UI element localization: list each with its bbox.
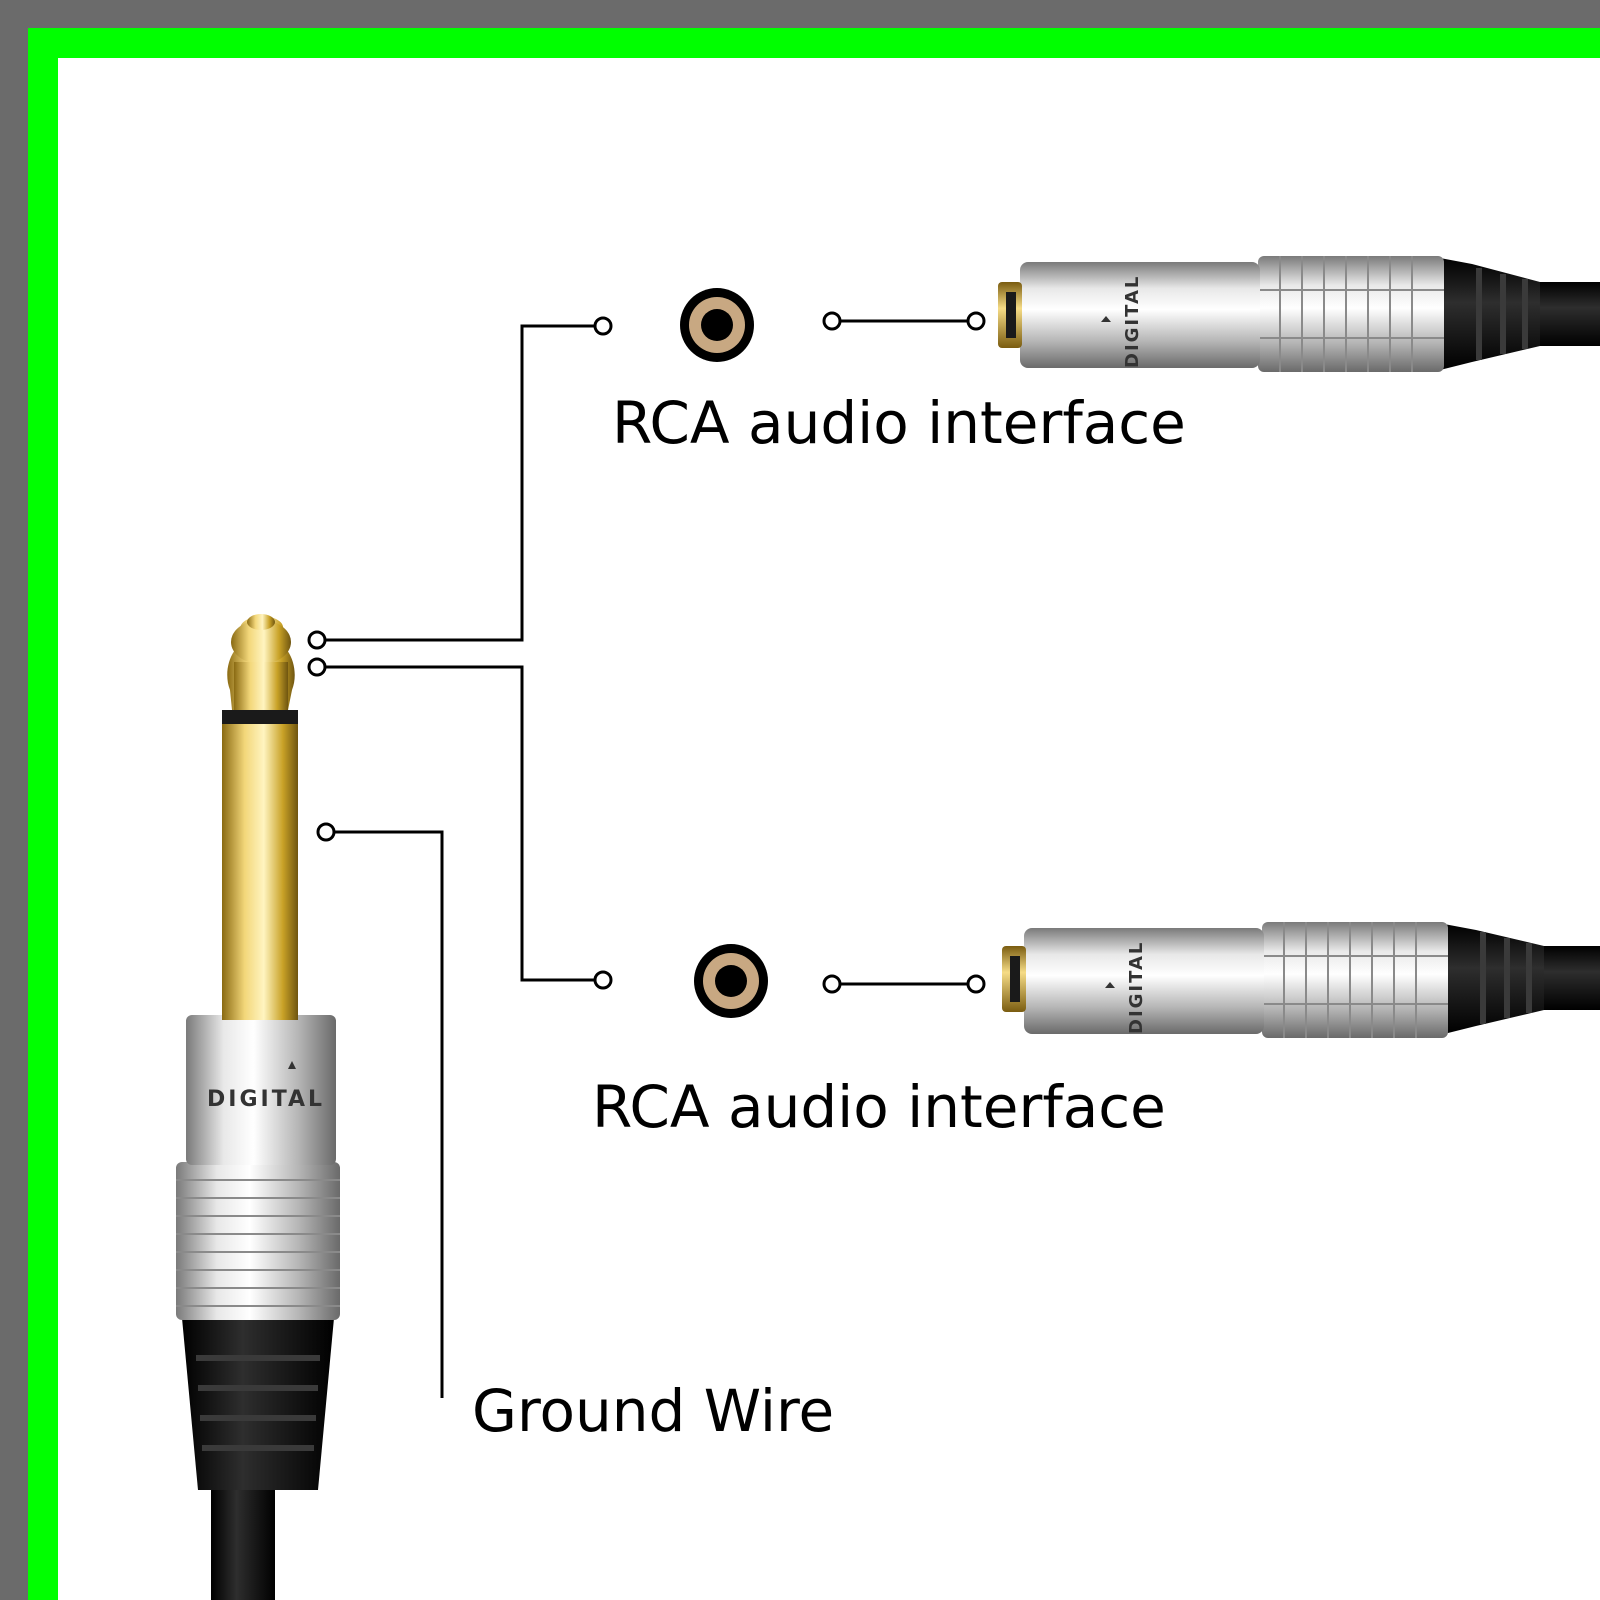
connection-nodes [307, 311, 986, 994]
quarter-inch-plug-icon: DIGITAL [176, 614, 340, 1600]
female-jack-top-icon: DIGITAL [998, 256, 1600, 372]
ground-wire-label: Ground Wire [472, 1377, 835, 1445]
rca-socket-top-icon [680, 288, 754, 362]
female-jack-bottom-icon: DIGITAL [1002, 922, 1600, 1038]
rca-bottom-label: RCA audio interface [592, 1073, 1166, 1141]
jack-bottom-brand-text: DIGITAL [1126, 941, 1147, 1034]
wiring-lines [324, 319, 968, 1398]
plug-brand-text: DIGITAL [207, 1087, 325, 1112]
rca-top-label: RCA audio interface [612, 389, 1186, 457]
rca-socket-bottom-icon [694, 944, 768, 1018]
jack-top-brand-text: DIGITAL [1122, 275, 1143, 368]
